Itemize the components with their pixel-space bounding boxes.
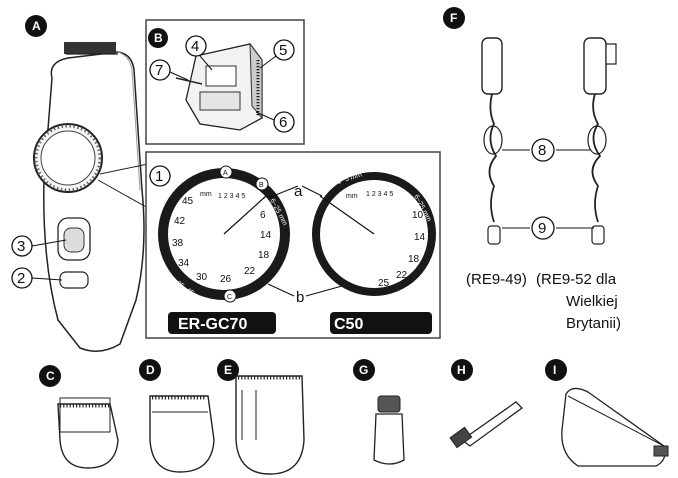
caption-re9-52-line3: Brytanii) <box>566 315 621 332</box>
callout-7: 7 <box>149 59 171 81</box>
dial-number: 10 <box>412 210 424 221</box>
svg-text:8: 8 <box>538 142 546 159</box>
badge-e: E <box>217 359 239 381</box>
dial-number: 14 <box>414 232 426 243</box>
pointer-label-b: b <box>296 289 304 306</box>
svg-text:9: 9 <box>538 220 546 237</box>
cleaning-brush <box>449 401 523 449</box>
model-label-gc70: ER-GC70 <box>178 316 247 333</box>
dial-number: 22 <box>396 270 408 281</box>
small-digits: 1 2 3 4 5 <box>366 191 393 198</box>
model-label-box <box>168 312 276 334</box>
svg-text:3: 3 <box>17 238 25 255</box>
ac-adapter-right <box>583 37 617 245</box>
dial-number: 22 <box>244 266 256 277</box>
callout-1: 1 <box>149 165 171 187</box>
svg-text:H: H <box>457 363 466 377</box>
callout-9: 9 <box>531 216 555 240</box>
model-label-c50: C50 <box>334 316 363 333</box>
dial-number: 38 <box>172 238 184 249</box>
dial-number: 25 <box>378 278 390 289</box>
caption-re9-52-line2: Wielkiej <box>566 293 618 310</box>
svg-text:I: I <box>553 363 556 377</box>
callout-5: 5 <box>273 39 295 61</box>
callout-6: 6 <box>273 111 295 133</box>
dial-number: 30 <box>196 272 208 283</box>
attachment-comb-d <box>149 395 215 473</box>
caption-re9-49: (RE9-49) <box>466 271 527 288</box>
badge-c: C <box>39 365 61 387</box>
storage-pouch <box>561 387 669 467</box>
badge-f: F <box>443 7 465 29</box>
svg-text:F: F <box>450 11 457 25</box>
callout-3: 3 <box>11 235 33 257</box>
dial-number: 6 <box>260 210 266 221</box>
svg-text:4: 4 <box>191 38 199 55</box>
badge-h: H <box>451 359 473 381</box>
svg-text:G: G <box>359 363 368 377</box>
svg-text:7: 7 <box>155 62 163 79</box>
svg-text:C: C <box>46 369 55 383</box>
badge-a: A <box>25 15 47 37</box>
badge-g: G <box>353 359 375 381</box>
dial-number: 14 <box>260 230 272 241</box>
callout-2: 2 <box>11 267 33 289</box>
badge-d: D <box>139 359 161 381</box>
badge-b: B <box>148 28 168 48</box>
ac-adapter-left <box>481 37 503 245</box>
mm-label: mm <box>200 191 212 198</box>
charging-socket <box>59 271 89 289</box>
attachment-comb-c <box>57 397 119 469</box>
mm-label: mm <box>346 193 358 200</box>
small-digits: 1 2 3 4 5 <box>218 193 245 200</box>
attachment-comb-e <box>235 375 305 475</box>
svg-text:D: D <box>146 363 155 377</box>
blade-unit <box>175 42 263 131</box>
dial-number: 42 <box>174 216 186 227</box>
caption-re9-52-line1: (RE9-52 dla <box>536 271 617 288</box>
callout-4: 4 <box>185 35 207 57</box>
dial-number: 18 <box>408 254 420 265</box>
dial-number: 45 <box>182 196 194 207</box>
callout-8: 8 <box>531 138 555 162</box>
dial-right: 1~5 mm 6~25 mm 1 2 3 4 5 mm 10 14 18 22 … <box>312 171 436 296</box>
svg-text:5: 5 <box>279 42 287 59</box>
svg-text:6: 6 <box>279 114 287 131</box>
model-label-box <box>330 312 432 334</box>
svg-text:1: 1 <box>155 168 163 185</box>
oil-bottle <box>373 395 405 465</box>
svg-text:2: 2 <box>17 270 25 287</box>
dial-number: 18 <box>258 250 270 261</box>
svg-text:E: E <box>224 363 232 377</box>
dial-number: 34 <box>178 258 190 269</box>
svg-text:A: A <box>32 19 41 33</box>
blade-teeth <box>64 42 116 54</box>
power-switch <box>63 227 85 253</box>
svg-text:B: B <box>154 31 163 45</box>
pointer-label-a: a <box>294 183 303 200</box>
ring-letter-b: B <box>259 182 264 189</box>
dial-number: 26 <box>220 274 232 285</box>
ring-letter-a: A <box>223 170 228 177</box>
hair-clipper-body <box>33 42 145 352</box>
badge-i: I <box>545 359 567 381</box>
ring-letter-c: C <box>227 294 232 301</box>
